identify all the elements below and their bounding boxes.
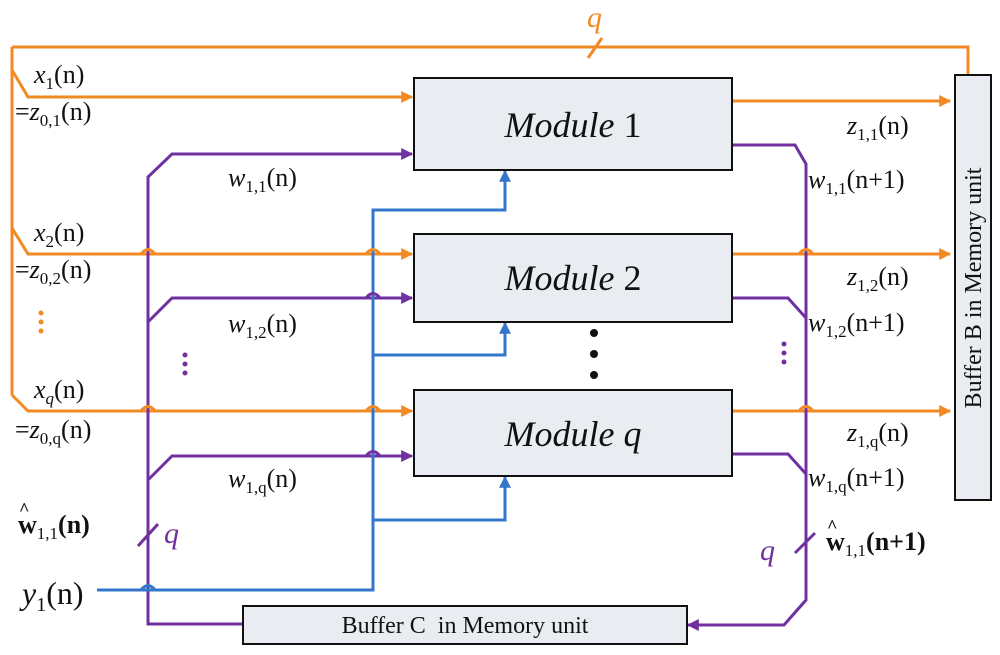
bus-slash-right [793,531,817,555]
buffer-b-box: Buffer B in Memory unit [954,74,992,501]
bus-width-label-left: q [164,517,179,550]
input-wire-2 [10,227,414,260]
module-q-index: q [623,414,641,454]
module-2-index: 2 [623,258,641,298]
weight-out-q [733,452,808,476]
output-label-w11: w1,1(n+1) [808,165,905,198]
module-1-box: Module 1 [413,77,733,171]
svg-text:Module q: Module q [504,414,642,454]
weight-in-label-1: w1,1(n) [228,163,297,196]
module-2-box: Module 2 [413,233,733,323]
bus-q-top-wire [12,45,970,77]
bus-width-label-right: q [760,534,775,567]
module-q-box: Module q [413,389,733,477]
input-wire-1 [10,69,414,103]
bus-slash-top [586,37,604,59]
svg-text:Module 1: Module 1 [504,105,642,145]
weight-in-label-2: w1,2(n) [228,309,297,342]
output-label-z11: z1,1(n) [846,111,909,144]
output-label-z12: z1,2(n) [846,262,909,295]
bus-slash-left [136,522,160,548]
module-1-index: 1 [623,105,641,145]
module-2-prefix: Module [504,258,615,298]
orange-wires [10,45,970,417]
w-hat-input-hat: ^ [19,499,29,519]
weight-bus-left [146,148,414,626]
w-hat-input-label: w1,1(n) [18,510,90,543]
purple-wires [146,143,808,631]
weight-out-1 [686,143,808,631]
w-hat-output-label: w1,1(n+1) [826,527,926,560]
ellipsis-dots [38,310,787,379]
weight-wire-2 [146,292,414,324]
input-label-x1: x1(n) [33,60,84,93]
reference-wire-q [373,475,511,522]
blue-wires [97,169,511,592]
output-label-w1q: w1,q(n+1) [808,463,905,496]
buffer-c-label: Buffer C in Memory unit [342,613,589,639]
output-label-w12: w1,2(n+1) [808,308,905,341]
buffer-b-label: Buffer B in Memory unit [961,167,987,408]
input-label-z02: =z0,2(n) [15,255,91,288]
y-input-label: y1(n) [19,575,84,616]
weight-out-2 [733,296,808,320]
input-label-x2: x2(n) [33,218,84,251]
module-q-prefix: Module [504,414,615,454]
svg-text:Module 2: Module 2 [504,258,642,298]
output-label-z1q: z1,q(n) [846,418,909,451]
input-wire-q [10,393,414,417]
w-hat-output-hat: ^ [827,516,837,536]
crossover-bumps [139,248,815,591]
input-label-xq: xq(n) [33,375,84,408]
weight-in-label-q: w1,q(n) [228,464,297,497]
input-label-z01: =z0,1(n) [15,97,91,130]
reference-wire-2 [373,321,511,357]
module-1-prefix: Module [504,105,615,145]
weight-wire-q [146,450,414,482]
bus-width-label-top: q [587,1,602,34]
input-label-z0q: =z0,q(n) [15,415,91,448]
buffer-c-box: Buffer C in Memory unit [242,605,688,645]
reference-wire [97,169,511,592]
